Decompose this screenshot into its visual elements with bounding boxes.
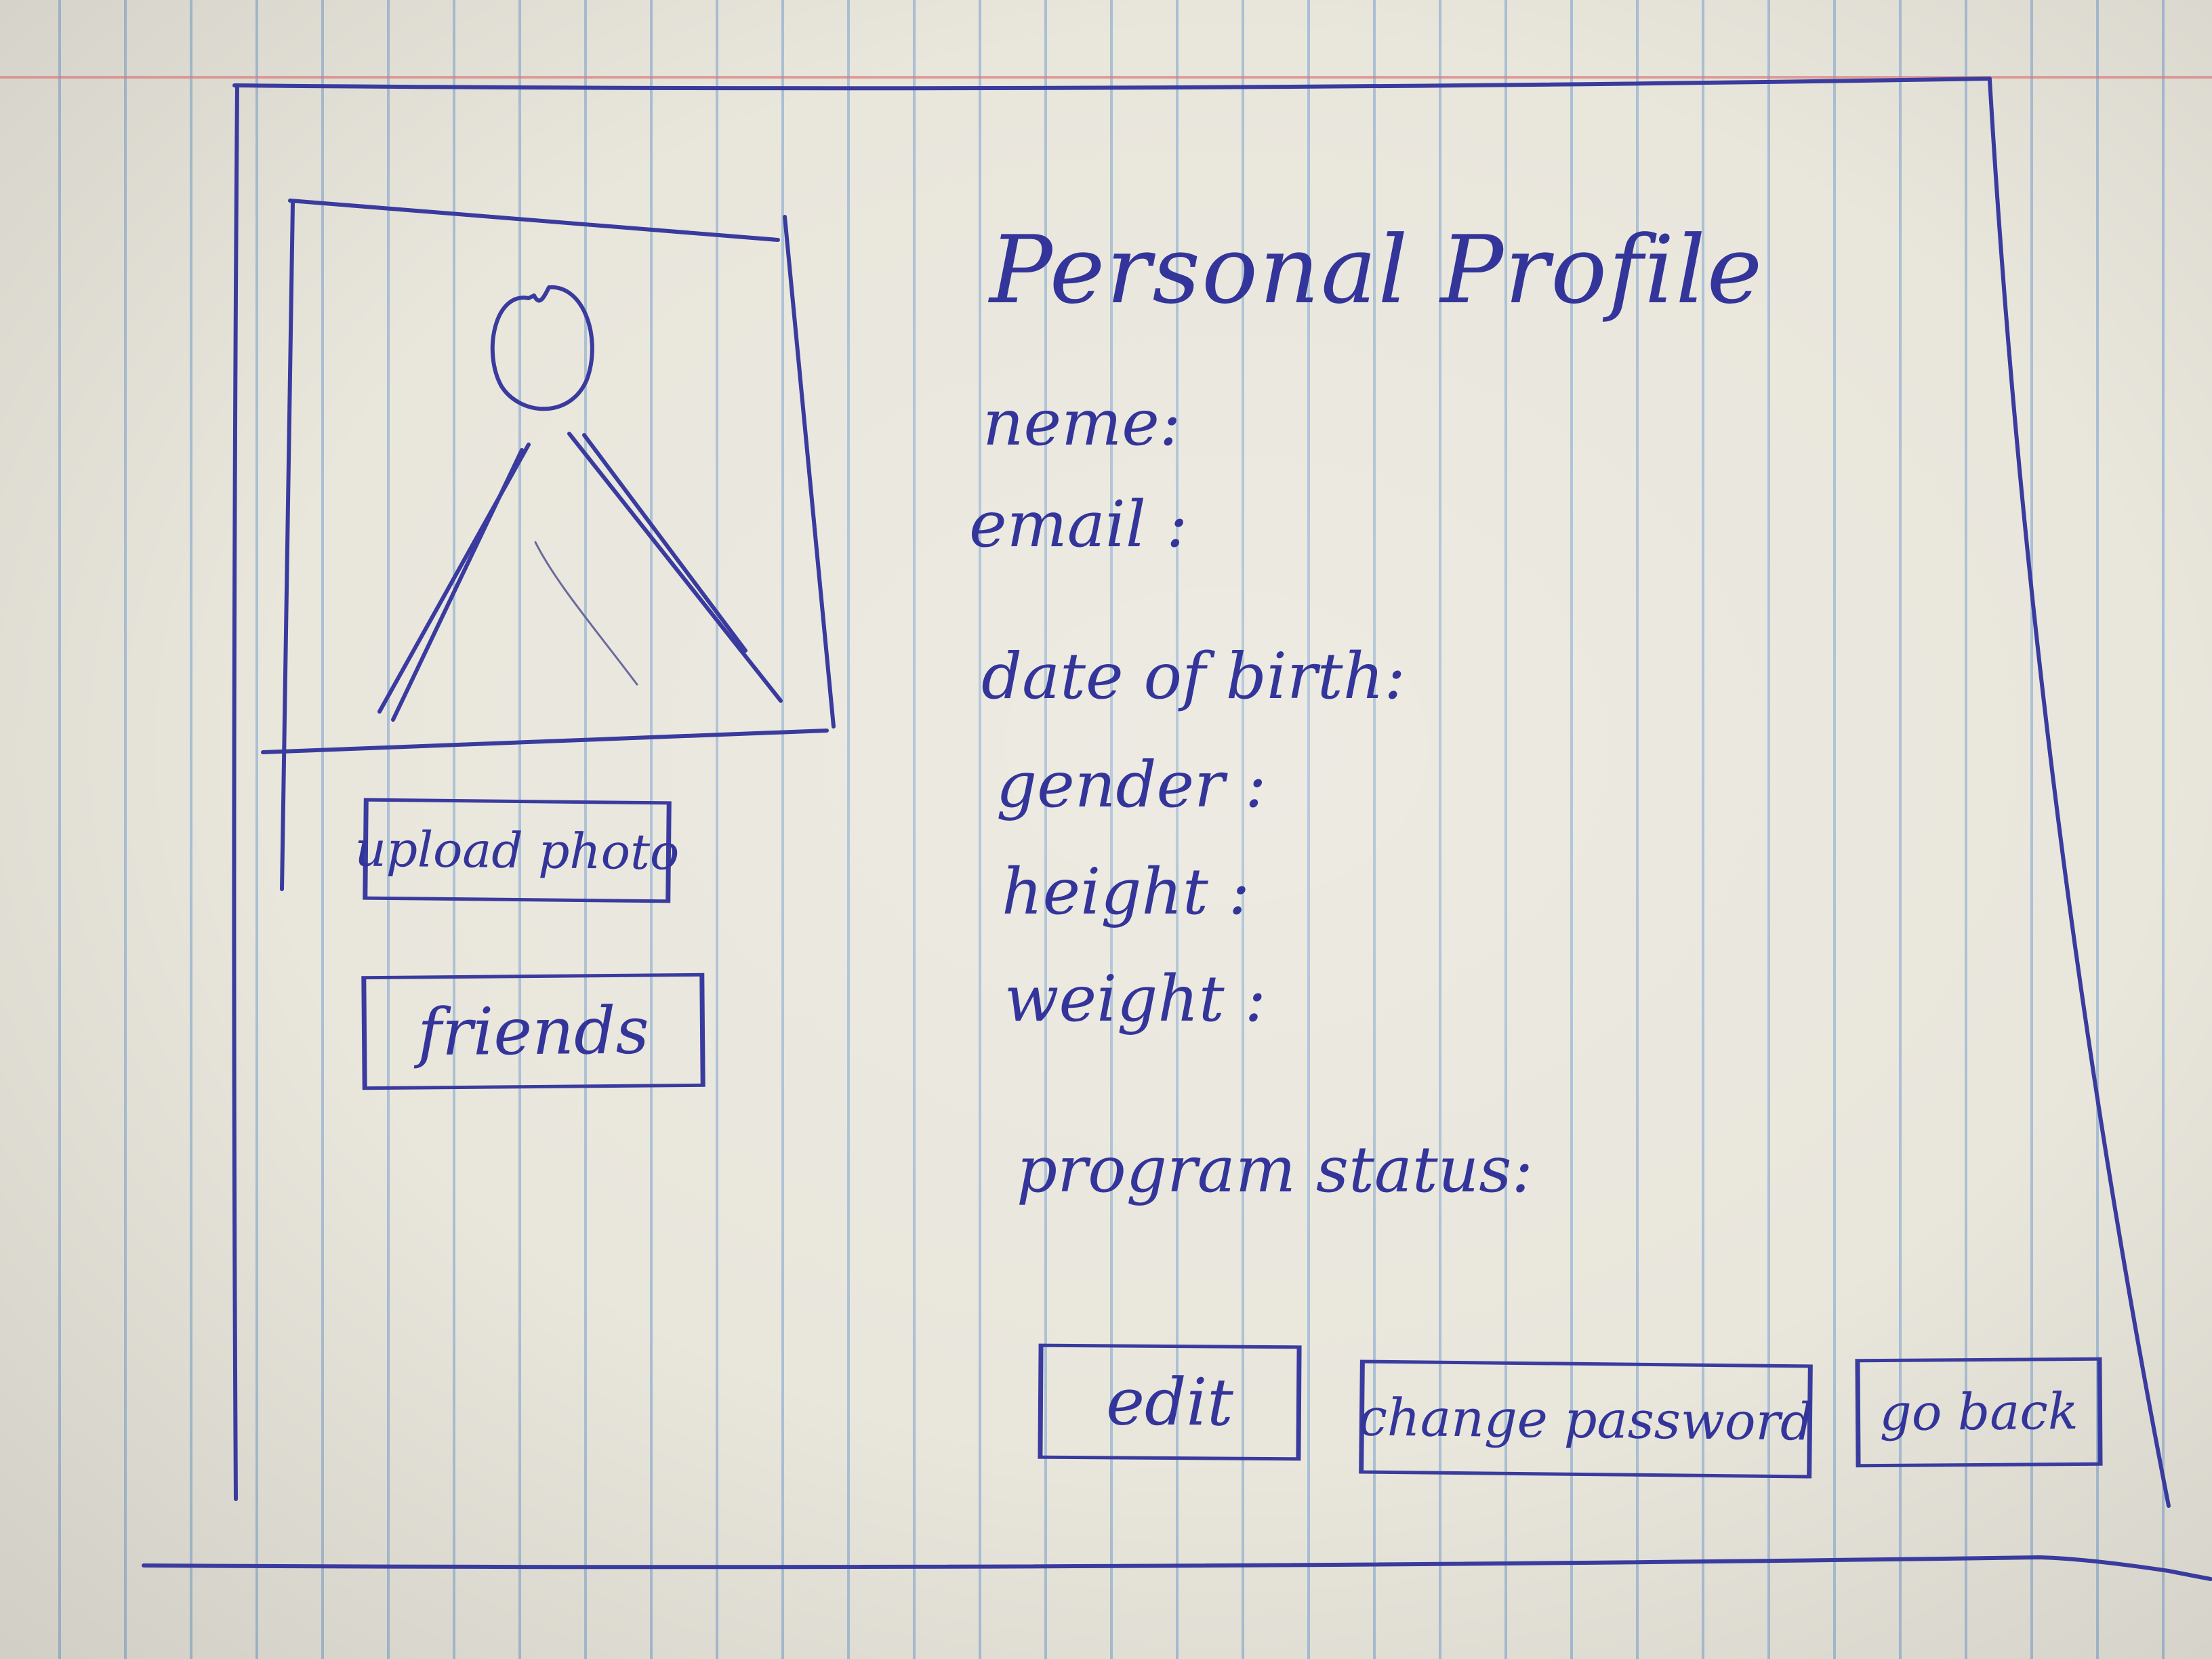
photo-frame-top xyxy=(288,199,780,242)
window-border-left xyxy=(232,83,239,1501)
height-field-label: height : xyxy=(1002,855,1250,929)
email-field-label: email : xyxy=(969,488,1188,562)
window-border-top xyxy=(232,77,1992,91)
name-field-label: neme: xyxy=(983,386,1181,460)
gender-field-label: gender : xyxy=(996,748,1267,822)
photo-frame-left xyxy=(280,201,295,891)
photo-frame-bottom xyxy=(261,729,829,754)
paper-margin-line xyxy=(0,76,2212,79)
weight-field-label: weight : xyxy=(1004,962,1267,1036)
window-border-right xyxy=(1988,78,2171,1508)
edit-button[interactable]: edit xyxy=(1038,1343,1302,1461)
upload-photo-button[interactable]: upload photo xyxy=(354,798,680,903)
friends-button[interactable]: friends xyxy=(361,972,705,1090)
page-title: Personal Profile xyxy=(989,216,1764,325)
photo-frame-right xyxy=(783,215,836,729)
date-of-birth-field-label: date of birth: xyxy=(981,640,1406,714)
program-status-field-label: program status: xyxy=(1017,1133,1534,1207)
window-border-bottom xyxy=(142,1555,2212,1581)
go-back-button[interactable]: go back xyxy=(1855,1357,2103,1468)
change-password-button[interactable]: change password xyxy=(1358,1359,1814,1479)
